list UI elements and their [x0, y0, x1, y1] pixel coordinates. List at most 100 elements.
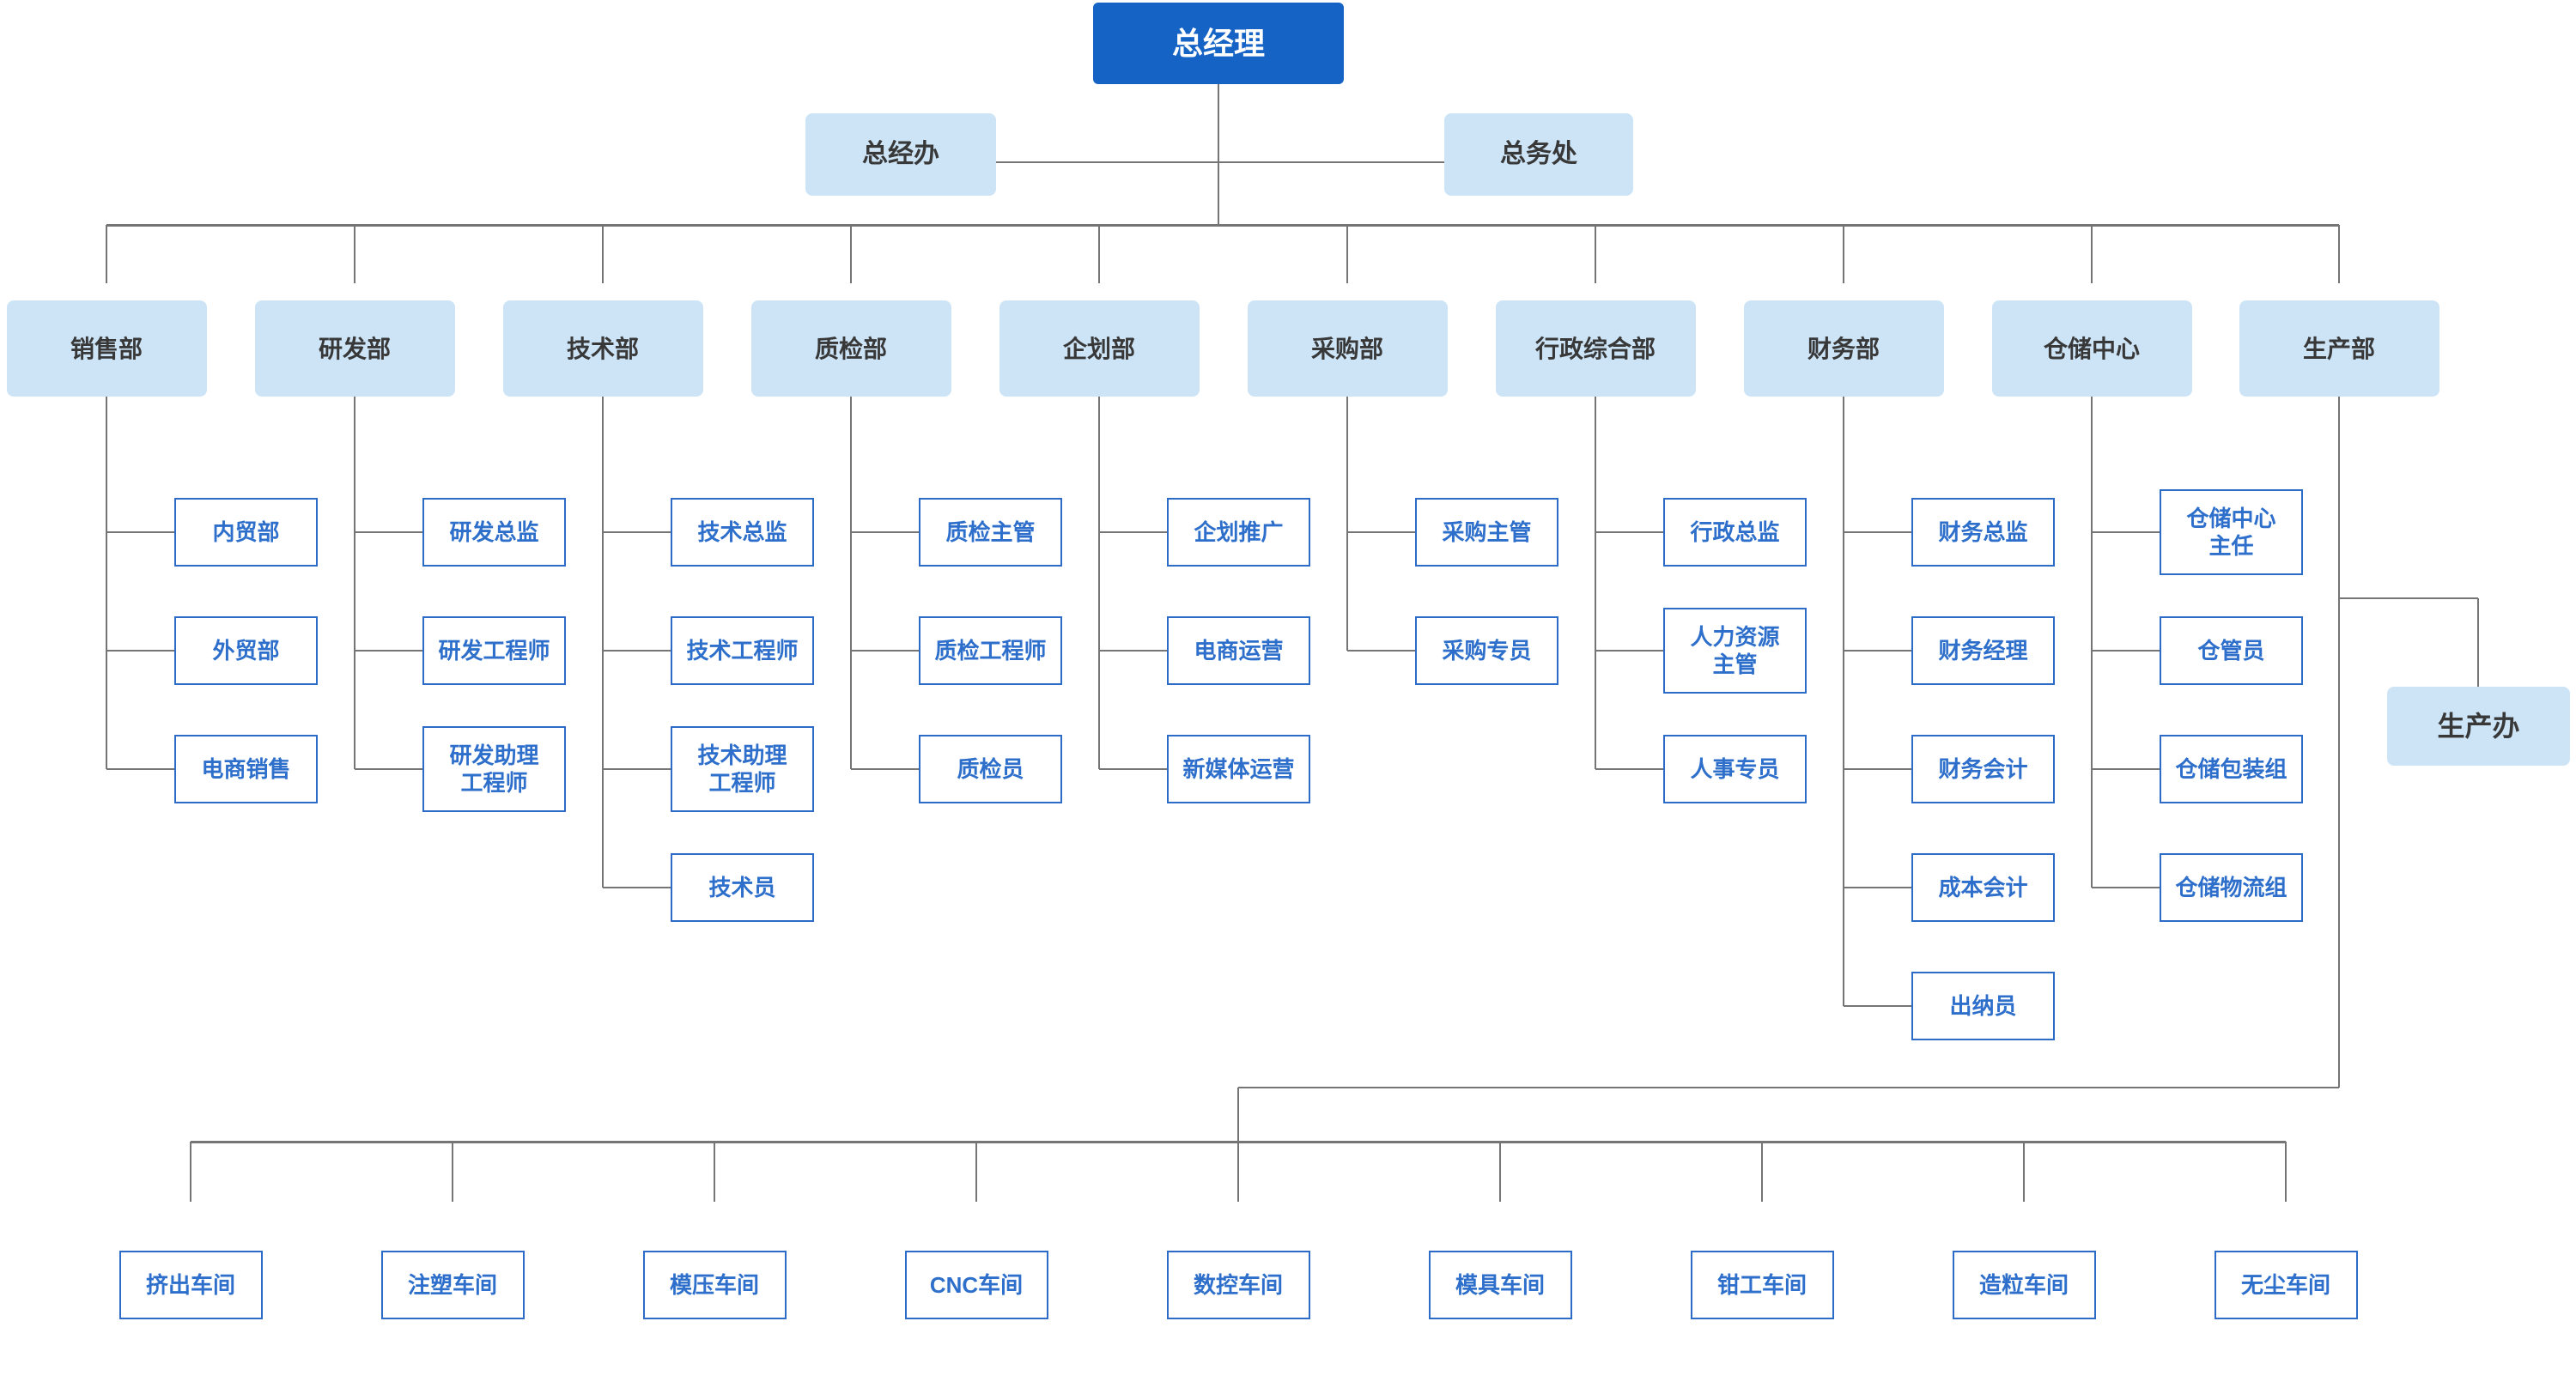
child-stub-line-0-2: [106, 768, 174, 770]
child-node-8-3[interactable]: 仓储物流组: [2160, 853, 2303, 922]
child-stub-line-1-0: [355, 531, 422, 533]
child-stub-line-2-3: [603, 887, 671, 888]
node-general-affairs-office[interactable]: 总务处: [1444, 113, 1633, 196]
dept-trunk-line-4: [1098, 397, 1100, 769]
child-stub-line-6-0: [1595, 531, 1663, 533]
child-node-0-1[interactable]: 外贸部: [174, 616, 318, 685]
dept-trunk-line-0: [106, 397, 107, 769]
workshop-stub-line-3: [975, 1142, 977, 1202]
dept-node-7[interactable]: 财务部: [1743, 300, 1944, 397]
child-stub-line-2-0: [603, 531, 671, 533]
dept-node-4[interactable]: 企划部: [999, 300, 1200, 397]
child-node-2-0[interactable]: 技术总监: [671, 498, 814, 567]
child-stub-line-7-1: [1844, 650, 1911, 652]
workshop-stub-line-7: [2023, 1142, 2025, 1202]
child-node-3-2[interactable]: 质检员: [919, 735, 1062, 803]
department-stub-line-4: [1098, 225, 1100, 283]
child-stub-line-1-1: [355, 650, 422, 652]
child-node-8-1[interactable]: 仓管员: [2160, 616, 2303, 685]
workshop-node-1[interactable]: 注塑车间: [380, 1251, 525, 1319]
child-node-7-1[interactable]: 财务经理: [1911, 616, 2055, 685]
child-node-6-2[interactable]: 人事专员: [1663, 735, 1807, 803]
child-node-8-2[interactable]: 仓储包装组: [2160, 735, 2303, 803]
dept-node-8[interactable]: 仓储中心: [1991, 300, 2192, 397]
workshop-node-2[interactable]: 模压车间: [642, 1251, 787, 1319]
child-node-3-1[interactable]: 质检工程师: [919, 616, 1062, 685]
production-office-elbow-v-line: [2477, 598, 2479, 687]
workshop-node-8[interactable]: 无尘车间: [2214, 1251, 2358, 1319]
child-stub-line-4-0: [1099, 531, 1167, 533]
child-node-1-1[interactable]: 研发工程师: [422, 616, 566, 685]
node-general-manager[interactable]: 总经理: [1093, 3, 1344, 84]
production-office-node[interactable]: 生产办: [2387, 687, 2570, 766]
child-node-7-2[interactable]: 财务会计: [1911, 735, 2055, 803]
child-stub-line-8-0: [2092, 531, 2160, 533]
workshop-node-3[interactable]: CNC车间: [904, 1251, 1048, 1319]
workshop-node-4[interactable]: 数控车间: [1166, 1251, 1310, 1319]
workshop-stub-line-6: [1761, 1142, 1763, 1202]
department-stub-line-5: [1346, 225, 1348, 283]
child-node-7-0[interactable]: 财务总监: [1911, 498, 2055, 567]
child-node-0-0[interactable]: 内贸部: [174, 498, 318, 567]
dept-trunk-line-8: [2091, 397, 2093, 888]
child-stub-line-8-3: [2092, 887, 2160, 888]
workshop-node-0[interactable]: 挤出车间: [118, 1251, 263, 1319]
dept-trunk-line-3: [850, 397, 852, 769]
dept-trunk-line-6: [1595, 397, 1596, 769]
child-node-5-0[interactable]: 采购主管: [1415, 498, 1558, 567]
child-stub-line-3-0: [851, 531, 919, 533]
child-node-2-1[interactable]: 技术工程师: [671, 616, 814, 685]
workshop-stub-line-2: [714, 1142, 715, 1202]
dept-node-0[interactable]: 销售部: [6, 300, 207, 397]
child-node-7-4[interactable]: 出纳员: [1911, 972, 2055, 1040]
child-stub-line-3-2: [851, 768, 919, 770]
child-node-3-0[interactable]: 质检主管: [919, 498, 1062, 567]
child-stub-line-0-1: [106, 650, 174, 652]
child-node-1-0[interactable]: 研发总监: [422, 498, 566, 567]
child-node-2-3[interactable]: 技术员: [671, 853, 814, 922]
dept-node-9[interactable]: 生产部: [2239, 300, 2439, 397]
child-node-7-3[interactable]: 成本会计: [1911, 853, 2055, 922]
root-trunk-line: [1218, 84, 1219, 225]
workshop-node-6[interactable]: 钳工车间: [1690, 1251, 1834, 1319]
child-stub-line-7-3: [1844, 887, 1911, 888]
dept-node-5[interactable]: 采购部: [1247, 300, 1448, 397]
workshop-node-5[interactable]: 模具车间: [1428, 1251, 1572, 1319]
dept-trunk-line-1: [354, 397, 355, 769]
child-stub-line-3-1: [851, 650, 919, 652]
dept-trunk-line-7: [1843, 397, 1844, 1006]
child-node-6-1[interactable]: 人力资源 主管: [1663, 608, 1807, 694]
child-node-2-2[interactable]: 技术助理 工程师: [671, 726, 814, 812]
workshop-stub-line-8: [2285, 1142, 2287, 1202]
department-stub-line-7: [1843, 225, 1844, 283]
child-stub-line-1-2: [355, 768, 422, 770]
dept-trunk-line-5: [1346, 397, 1348, 651]
child-node-8-0[interactable]: 仓储中心 主任: [2160, 489, 2303, 575]
dept-node-6[interactable]: 行政综合部: [1495, 300, 1696, 397]
child-node-1-2[interactable]: 研发助理 工程师: [422, 726, 566, 812]
dept-trunk-line-2: [602, 397, 604, 888]
child-node-4-1[interactable]: 电商运营: [1167, 616, 1310, 685]
workshop-node-7[interactable]: 造粒车间: [1952, 1251, 2096, 1319]
dept-node-1[interactable]: 研发部: [254, 300, 455, 397]
workshop-stub-line-4: [1237, 1142, 1239, 1202]
child-node-4-2[interactable]: 新媒体运营: [1167, 735, 1310, 803]
child-node-0-2[interactable]: 电商销售: [174, 735, 318, 803]
child-stub-line-2-1: [603, 650, 671, 652]
child-stub-line-6-1: [1595, 650, 1663, 652]
dept-node-3[interactable]: 质检部: [750, 300, 951, 397]
department-stub-line-2: [602, 225, 604, 283]
child-node-4-0[interactable]: 企划推广: [1167, 498, 1310, 567]
staff-connector-line: [996, 161, 1444, 163]
child-stub-line-5-1: [1347, 650, 1415, 652]
child-node-6-0[interactable]: 行政总监: [1663, 498, 1807, 567]
department-stub-line-3: [850, 225, 852, 283]
workshop-feed-v-line: [1237, 1088, 1239, 1142]
dept-node-2[interactable]: 技术部: [502, 300, 703, 397]
child-stub-line-4-1: [1099, 650, 1167, 652]
child-node-5-1[interactable]: 采购专员: [1415, 616, 1558, 685]
node-gm-office[interactable]: 总经办: [805, 113, 996, 196]
child-stub-line-7-2: [1844, 768, 1911, 770]
child-stub-line-7-0: [1844, 531, 1911, 533]
